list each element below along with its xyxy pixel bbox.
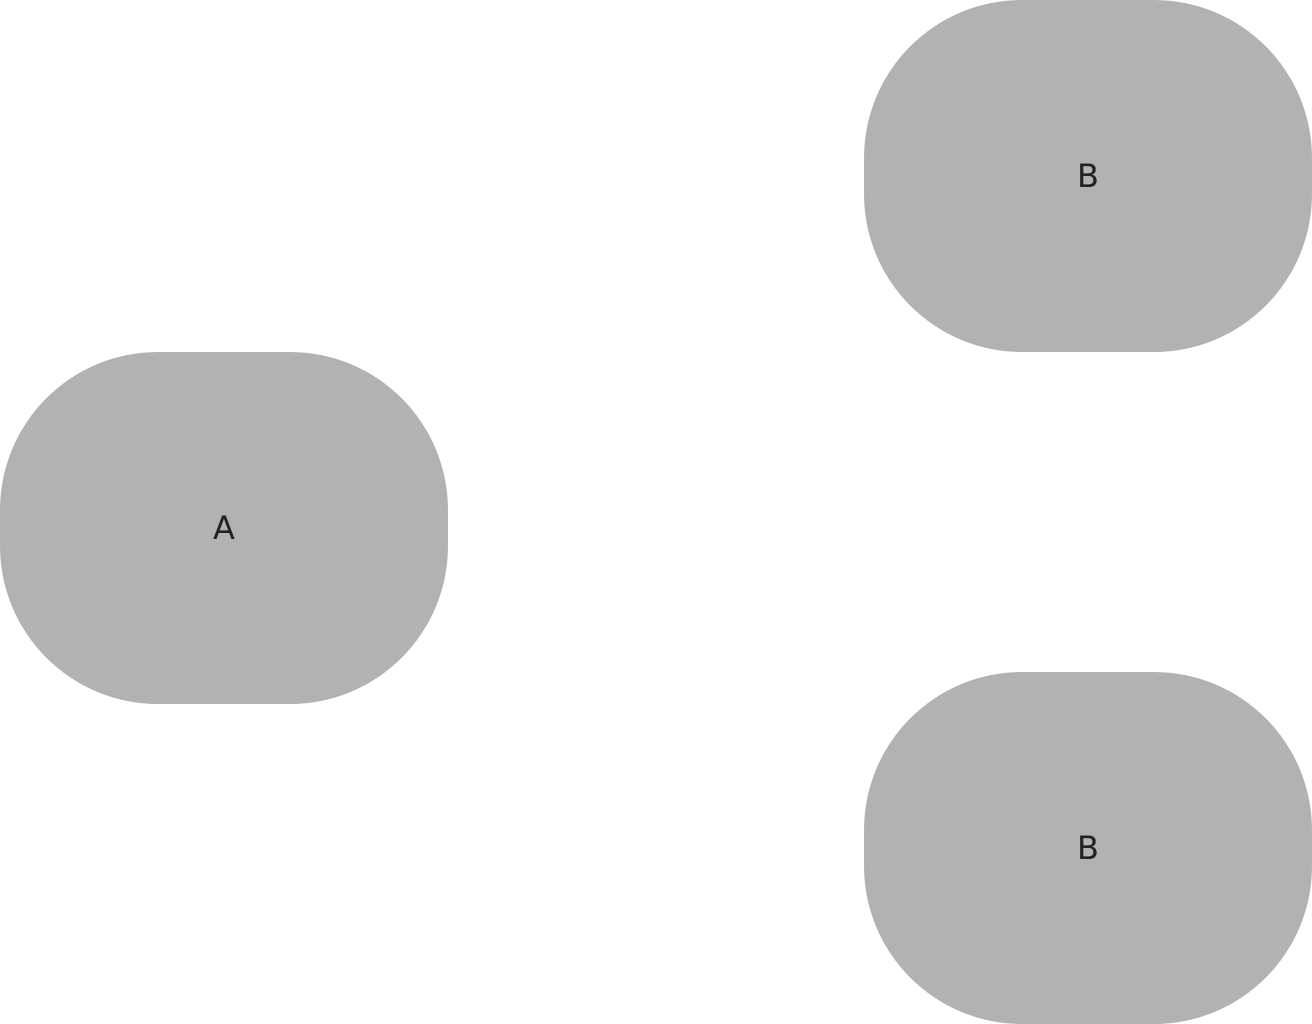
node-b-bottom: B [864, 672, 1312, 1024]
node-b-bottom-label: B [1077, 829, 1099, 867]
node-a: A [0, 352, 448, 704]
node-b-top-label: B [1077, 157, 1099, 195]
node-a-label: A [213, 509, 235, 547]
node-b-top: B [864, 0, 1312, 352]
